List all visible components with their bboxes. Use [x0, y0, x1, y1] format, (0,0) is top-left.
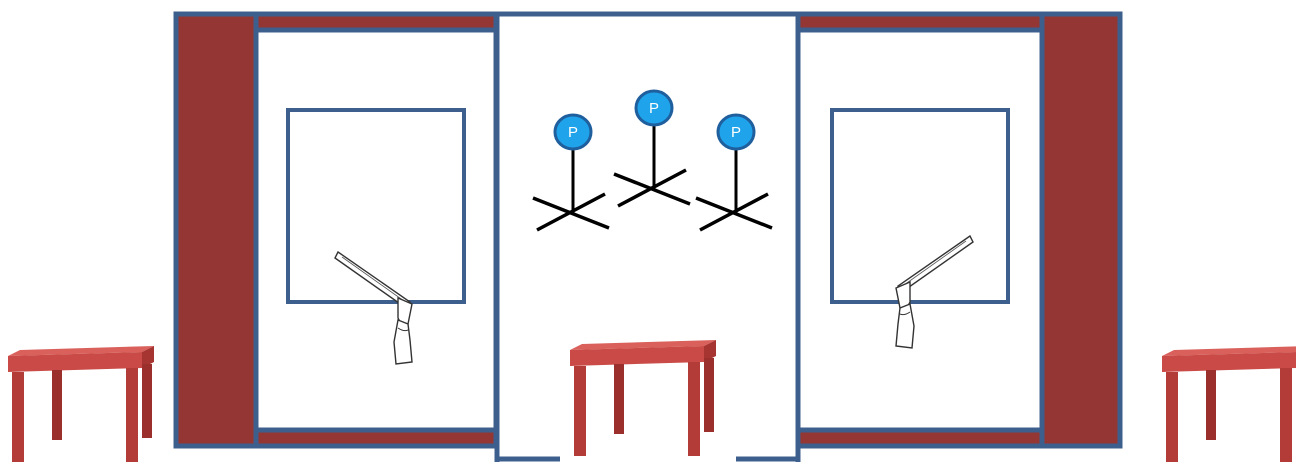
- marker-pin: P: [716, 113, 756, 151]
- marker-label: P: [731, 124, 741, 141]
- table-icon: [8, 346, 154, 462]
- marker-label: P: [649, 100, 659, 117]
- center-room: [494, 11, 801, 462]
- marker-pin: P: [634, 89, 674, 127]
- marker-label: P: [568, 124, 578, 141]
- marker-pin: P: [553, 113, 593, 151]
- left-window: [286, 108, 466, 304]
- table-icon: [1162, 346, 1296, 462]
